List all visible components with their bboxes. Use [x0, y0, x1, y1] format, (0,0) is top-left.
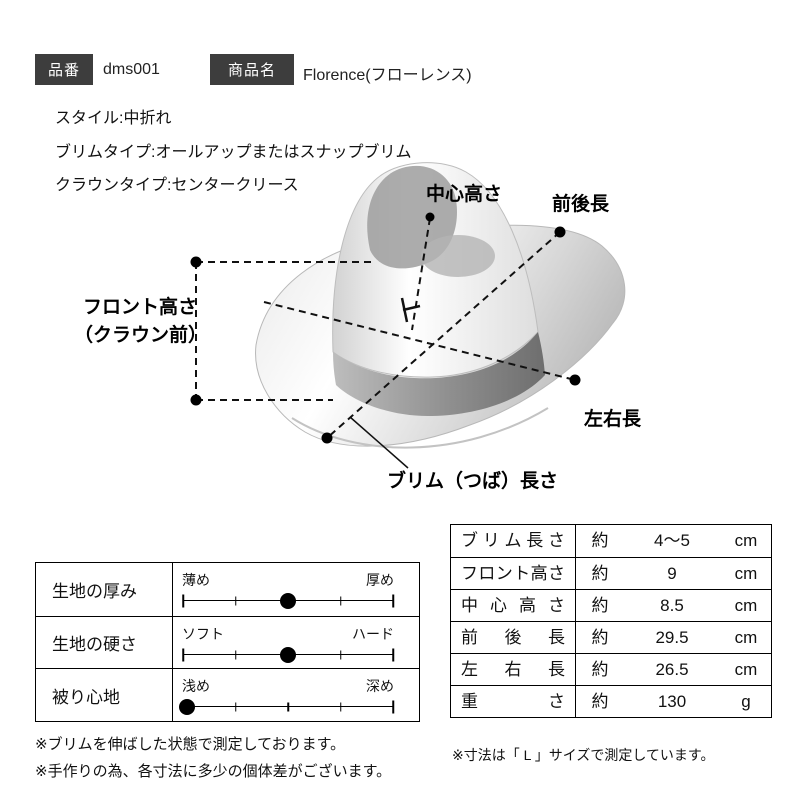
scale-min-label: ソフト: [182, 625, 224, 642]
center-height-label: 中心高さ: [426, 184, 503, 205]
scale-dot: [280, 593, 296, 609]
measure-value: 9: [667, 564, 677, 583]
measure-approx: 約: [591, 628, 609, 647]
scale-label: 被り心地: [36, 669, 173, 721]
product-number-tag: 品番: [35, 54, 93, 85]
scale-track-cell: 薄め 厚め: [173, 563, 419, 616]
scale-label: 生地の硬さ: [36, 616, 173, 669]
hat-illustration: [255, 162, 626, 449]
measure-name: ブリム長さ: [451, 525, 576, 557]
scale-track: [179, 699, 394, 716]
table-row: 前後長 約 29.5 cm: [451, 621, 771, 653]
product-name-value: Florence(フローレンス): [303, 67, 472, 84]
measure-approx: 約: [591, 660, 609, 679]
footnote-size-l: ※寸法は「 L 」サイズで測定しています。: [452, 747, 715, 763]
measure-unit: cm: [734, 596, 758, 615]
measure-unit: cm: [734, 660, 758, 679]
scale-min-label: 浅め: [182, 678, 210, 695]
measure-approx: 約: [591, 596, 609, 615]
scale-track: [182, 593, 394, 609]
measure-name: 中心高さ: [451, 590, 576, 621]
measure-name: フロント高さ: [451, 558, 576, 589]
scale-track-cell: 浅め 深め: [173, 669, 419, 721]
measure-approx: 約: [591, 564, 609, 583]
measure-value: 130: [657, 692, 687, 711]
scale-min-label: 薄め: [182, 572, 210, 588]
scale-max-label: 厚め: [366, 572, 394, 588]
measure-approx: 約: [591, 531, 609, 550]
measurement-table: ブリム長さ 約 4〜5 cm フロント高さ 約 9 cm 中心高さ 約 8.5 …: [450, 524, 772, 718]
scale-track-cell: ソフト ハード: [173, 617, 419, 669]
scale-row-fit: 被り心地 浅め 深め: [36, 668, 419, 721]
measure-unit: cm: [734, 531, 758, 550]
front-height-line1: フロント高さ: [82, 297, 197, 318]
measurement-lines: [195, 217, 576, 439]
measurement-markers: [349, 297, 421, 469]
table-row: 左右長 約 26.5 cm: [451, 653, 771, 685]
table-row: 重さ 約 130 g: [451, 685, 771, 717]
front-height-line2: （クラウン前）: [74, 324, 208, 346]
scale-max-label: ハード: [352, 625, 394, 642]
scale-label: 生地の厚み: [36, 563, 173, 616]
fabric-scale-table: 生地の厚み 薄め 厚め 生地の硬さ ソフト ハード 被り: [35, 562, 420, 722]
style-line: スタイル:中折れ: [55, 110, 172, 127]
scale-max-label: 深め: [366, 678, 394, 695]
product-name-tag: 商品名: [210, 54, 294, 85]
scale-dot: [179, 699, 196, 716]
measure-value: 29.5: [655, 628, 689, 647]
measure-name: 重さ: [451, 686, 576, 717]
table-row: フロント高さ 約 9 cm: [451, 557, 771, 589]
table-row: ブリム長さ 約 4〜5 cm: [451, 525, 771, 557]
measure-name: 前後長: [451, 622, 576, 653]
measure-value: 8.5: [660, 596, 684, 615]
front-back-length-label: 前後長: [552, 194, 610, 215]
brim-length-label: ブリム（つば）長さ: [387, 471, 559, 492]
product-number-value: dms001: [103, 61, 160, 78]
brim-type-line: ブリムタイプ:オールアップまたはスナップブリム: [55, 144, 412, 161]
scale-track: [182, 646, 394, 663]
left-right-length-label: 左右長: [584, 409, 642, 430]
footnote-brim-measure: ※ブリムを伸ばした状態で測定しております。: [35, 736, 346, 753]
table-row: 中心高さ 約 8.5 cm: [451, 589, 771, 621]
measure-unit: cm: [734, 564, 758, 583]
measure-approx: 約: [591, 692, 609, 711]
measure-value: 26.5: [655, 660, 689, 679]
scale-row-thickness: 生地の厚み 薄め 厚め: [36, 563, 419, 616]
measure-unit: cm: [734, 628, 758, 647]
footnote-handmade: ※手作りの為、各寸法に多少の個体差がございます。: [35, 763, 392, 780]
scale-dot: [280, 646, 296, 663]
measure-name: 左右長: [451, 654, 576, 685]
front-height-label: フロント高さ （クラウン前）: [74, 294, 208, 349]
measure-unit: g: [741, 692, 751, 711]
measurement-dots: [190, 212, 581, 444]
scale-row-hardness: 生地の硬さ ソフト ハード: [36, 615, 419, 669]
measure-value: 4〜5: [654, 531, 690, 550]
crown-type-line: クラウンタイプ:センタークリース: [55, 177, 299, 194]
